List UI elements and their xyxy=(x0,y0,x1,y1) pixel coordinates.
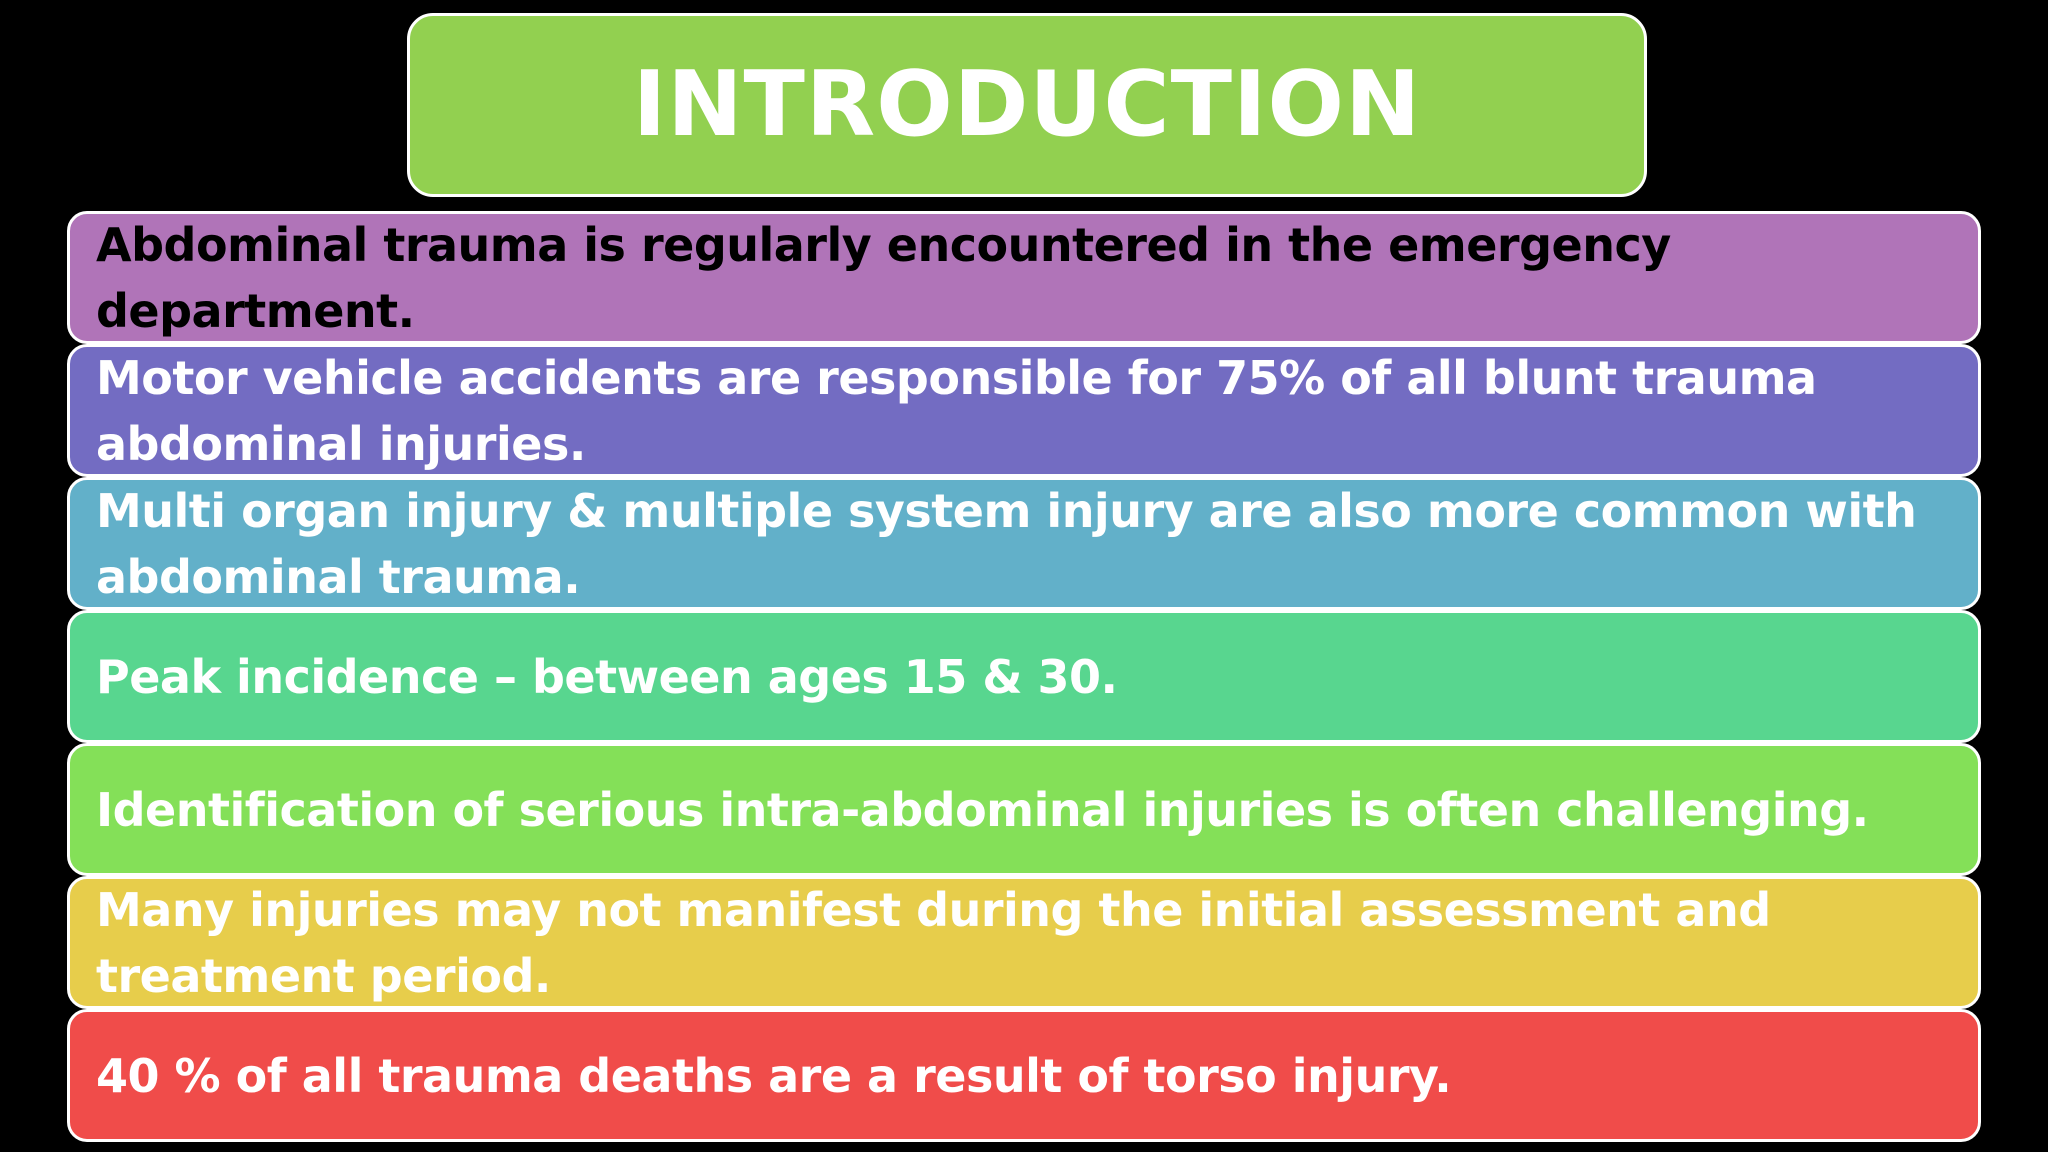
bullet-band-4: Peak incidence – between ages 15 & 30. xyxy=(67,610,1981,743)
bullet-band-2: Motor vehicle accidents are responsible … xyxy=(67,344,1981,477)
bullet-text-6: Many injuries may not manifest during th… xyxy=(96,882,1771,1003)
bullet-band-3: Multi organ injury & multiple system inj… xyxy=(67,477,1981,610)
bullet-text-2: Motor vehicle accidents are responsible … xyxy=(96,350,1817,471)
bullet-text-7: 40 % of all trauma deaths are a result o… xyxy=(96,1048,1452,1103)
bullet-text-3: Multi organ injury & multiple system inj… xyxy=(96,483,1917,604)
bullet-band-1: Abdominal trauma is regularly encountere… xyxy=(67,211,1981,344)
bullet-band-5: Identification of serious intra-abdomina… xyxy=(67,743,1981,876)
bullet-band-6: Many injuries may not manifest during th… xyxy=(67,876,1981,1009)
slide-title: INTRODUCTION xyxy=(632,52,1422,157)
bullet-band-7: 40 % of all trauma deaths are a result o… xyxy=(67,1009,1981,1142)
title-banner: INTRODUCTION xyxy=(407,13,1647,197)
bullet-text-5: Identification of serious intra-abdomina… xyxy=(96,782,1869,837)
bullet-text-1: Abdominal trauma is regularly encountere… xyxy=(96,217,1671,338)
bullet-text-4: Peak incidence – between ages 15 & 30. xyxy=(96,649,1118,704)
